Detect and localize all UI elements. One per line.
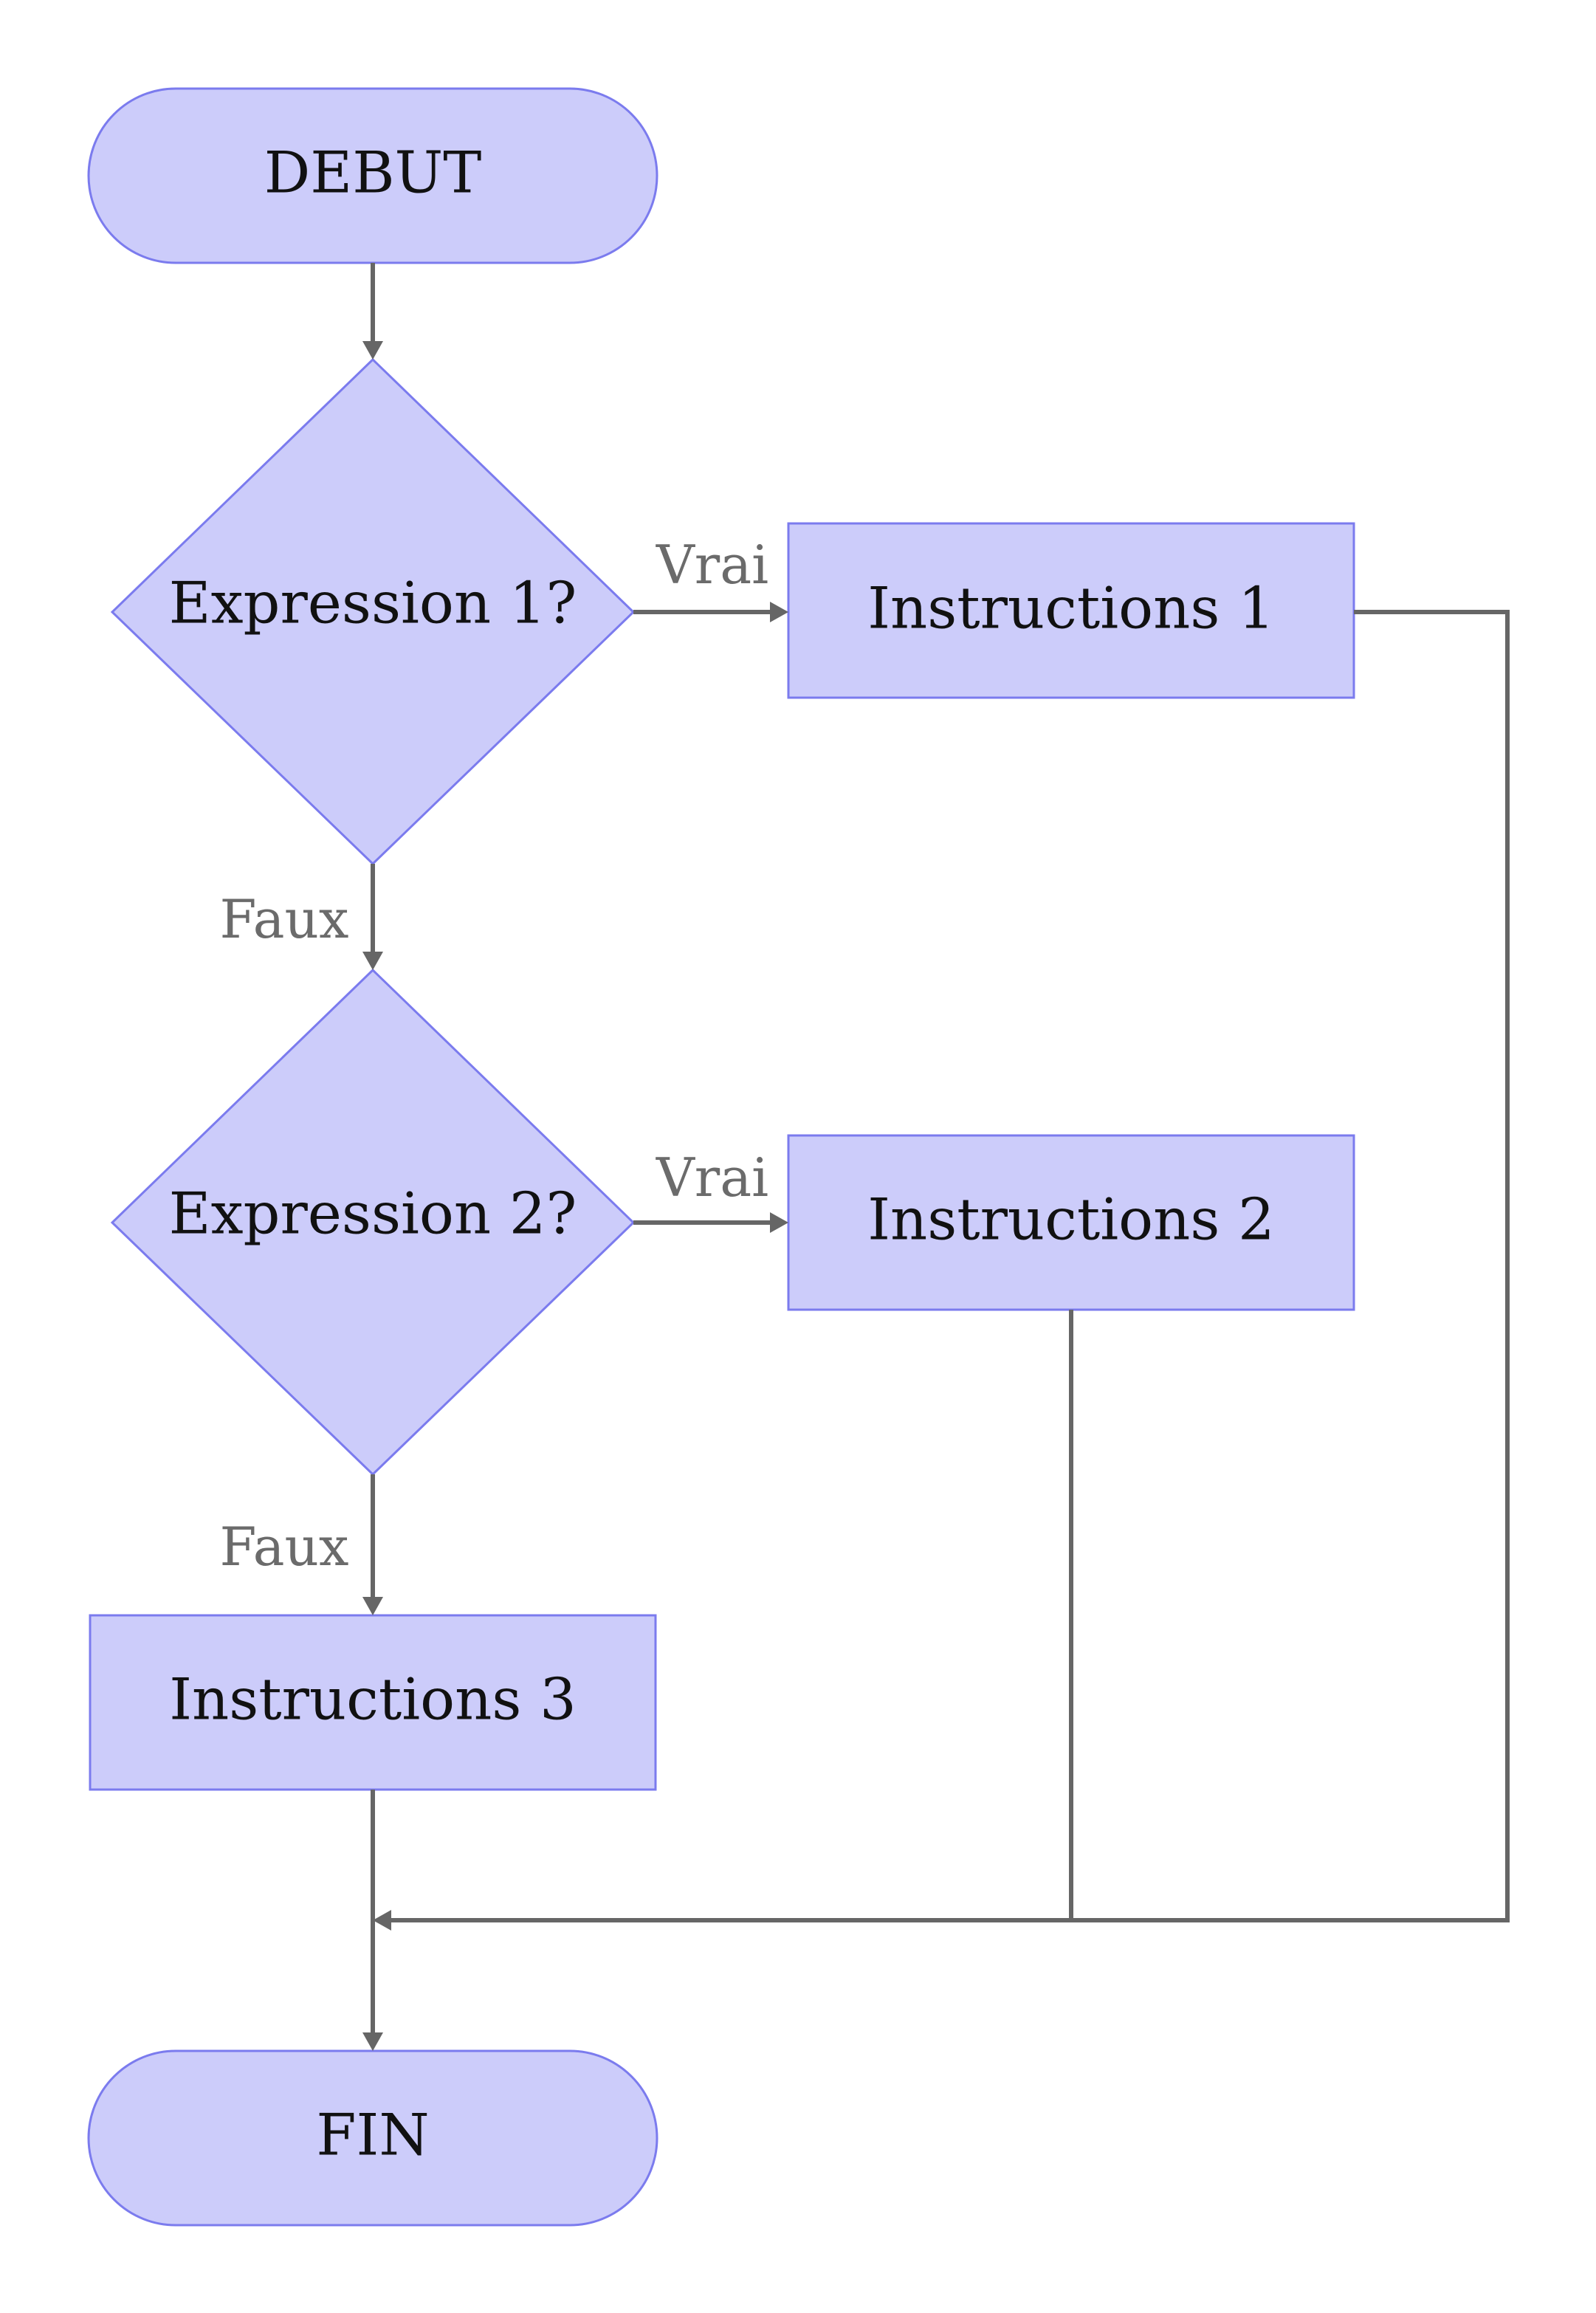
edge-instructions-2-to-merge — [373, 1310, 1073, 1931]
instructions-3-label: Instructions 3 — [169, 1667, 577, 1733]
instructions-node-2: Instructions 2 — [787, 1134, 1355, 1311]
start-label: DEBUT — [264, 140, 482, 207]
decision-node-1: Expression 1? — [110, 357, 636, 866]
decision-node-2: Expression 2? — [110, 968, 636, 1477]
instructions-2-label: Instructions 2 — [867, 1187, 1275, 1254]
arrowhead — [362, 341, 383, 360]
edge-instructions-1-to-merge — [1071, 610, 1510, 1922]
decision-1-false-label: Faux — [220, 888, 349, 950]
arrowhead — [362, 2032, 383, 2051]
decision-2-false-label: Faux — [220, 1516, 349, 1578]
edge-decision-1-true — [633, 602, 788, 622]
end-label: FIN — [316, 2103, 429, 2169]
edge-instructions-3-to-end — [362, 1790, 383, 2051]
edge-start-to-decision-1 — [362, 263, 383, 360]
decision-1-label: Expression 1? — [169, 571, 577, 637]
arrowhead — [373, 1910, 391, 1931]
edge-decision-2-true — [633, 1212, 788, 1233]
instructions-node-1: Instructions 1 — [787, 522, 1355, 699]
arrowhead — [770, 602, 788, 622]
arrowhead — [770, 1212, 788, 1233]
decision-2-label: Expression 2? — [169, 1181, 577, 1248]
edge-decision-2-false — [362, 1474, 383, 1615]
decision-1-true-label: Vrai — [656, 534, 768, 596]
instructions-node-3: Instructions 3 — [89, 1614, 657, 1791]
start-node: DEBUT — [87, 87, 658, 264]
end-node: FIN — [87, 2049, 658, 2227]
decision-2-true-label: Vrai — [656, 1147, 768, 1209]
instructions-1-label: Instructions 1 — [867, 576, 1275, 642]
edge-decision-1-false — [362, 864, 383, 970]
arrowhead — [362, 952, 383, 970]
arrowhead — [362, 1597, 383, 1615]
